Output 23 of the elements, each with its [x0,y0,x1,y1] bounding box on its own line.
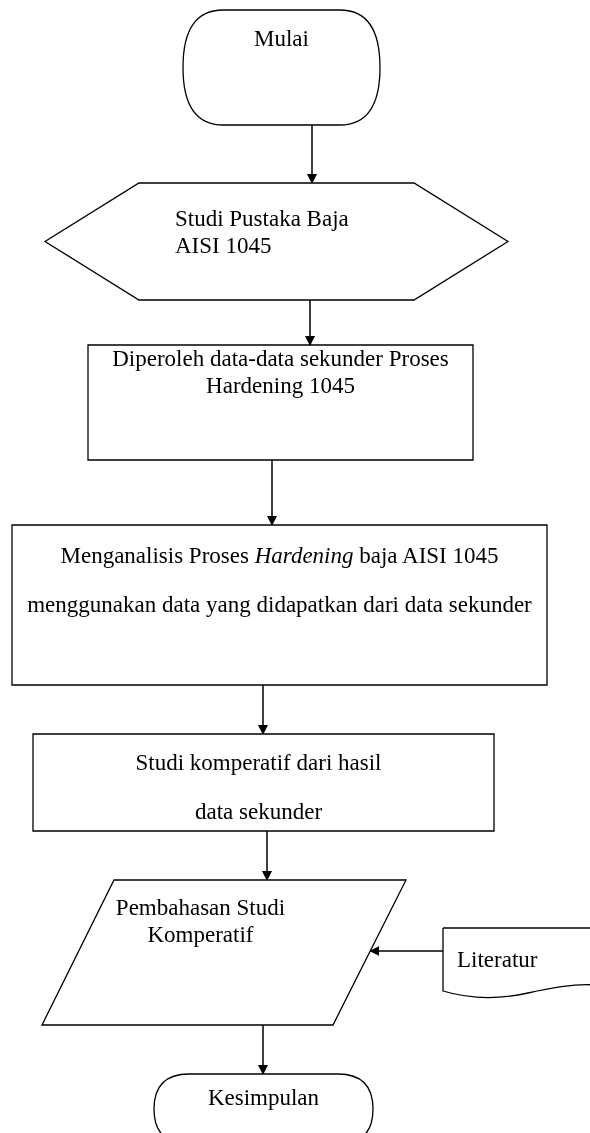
arrow [267,459,277,526]
node-text: Pembahasan Studi Komperatif [115,895,286,947]
node-text: Diperoleh data-data sekunder Proses Hardening 1045 [112,346,449,398]
process-box [33,734,494,831]
process-box [88,345,473,460]
node-text: Mulai [254,26,309,51]
node-text: Literatur [457,947,538,972]
node-text: Kesimpulan [207,1085,320,1110]
document-shape [443,928,590,997]
arrow [307,124,317,184]
start-terminal [183,10,380,125]
preparation-hexagon [45,183,508,300]
arrow [262,830,272,881]
arrow [369,946,444,956]
arrow [258,1024,268,1075]
node-text: Studi Pustaka Baja AISI 1045 [175,206,349,258]
end-terminal [154,1074,373,1133]
data-parallelogram [42,880,406,1025]
process-box [12,525,547,685]
arrow [305,299,315,346]
arrow [258,684,268,735]
node-text: Studi komperatif dari hasil data sekunder [135,750,382,824]
node-text: Menganalisis Proses Hardening baja AISI 1045 menggunakan data yang didapatkan dari data sekunder [27,543,532,617]
